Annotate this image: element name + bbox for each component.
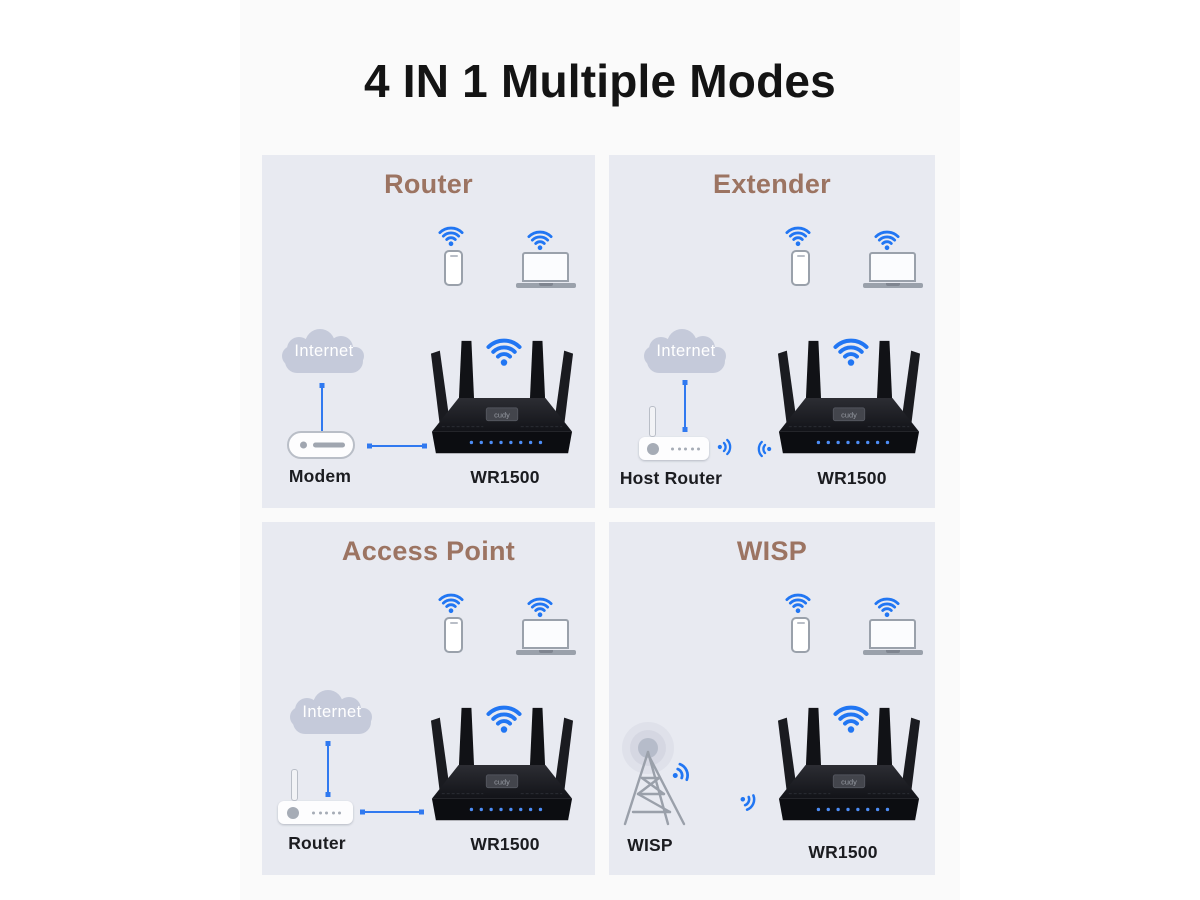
panel-extender-mode: Extender Internet [609, 155, 935, 508]
panel-wisp-mode: WISP cudy WISP WR1500 [609, 522, 935, 875]
internet-cloud: Internet [641, 329, 731, 375]
device-label: Host Router [619, 468, 723, 488]
host-router-icon [639, 406, 709, 460]
wifi-signal-left-icon [734, 787, 764, 818]
cloud-label: Internet [302, 703, 362, 721]
page-title: 4 IN 1 Multiple Modes [364, 55, 836, 107]
wifi-icon [872, 228, 902, 251]
product-label: WR1500 [817, 468, 887, 488]
phone-icon [444, 617, 463, 653]
wifi-icon [872, 595, 902, 618]
device-label: WISP [627, 835, 673, 855]
product-label: WR1500 [470, 467, 540, 487]
router-leds [816, 440, 890, 445]
router-leds [469, 440, 543, 445]
laptop-icon [516, 252, 576, 288]
panel-router-mode: Router Internet cudy [262, 155, 595, 508]
wifi-icon [783, 591, 813, 614]
connector-horizontal [369, 445, 425, 447]
laptop-icon [863, 619, 923, 655]
internet-cloud: Internet [279, 329, 369, 375]
wifi-signal-left-icon [753, 438, 773, 460]
router-icon [278, 769, 353, 824]
cudy-logo: cudy [494, 410, 510, 419]
cloud-label: Internet [294, 342, 354, 360]
laptop-icon [863, 252, 923, 288]
device-label: Modem [288, 466, 352, 486]
panel-heading: WISP [736, 536, 808, 566]
phone-icon [444, 250, 463, 286]
wifi-icon [436, 224, 466, 247]
wr1500-router-image: cudy [777, 340, 921, 454]
phone-icon [791, 617, 810, 653]
wifi-icon [436, 591, 466, 614]
device-label: Router [288, 833, 346, 853]
wr1500-router-image: cudy [430, 707, 574, 821]
connector-horizontal [362, 811, 422, 813]
wifi-icon [783, 224, 813, 247]
wifi-signal-right-icon [716, 436, 736, 458]
connector-vertical [327, 743, 329, 795]
wifi-icon [525, 228, 555, 251]
laptop-icon [516, 619, 576, 655]
content-band: 4 IN 1 Multiple Modes Router Internet [240, 0, 960, 900]
cudy-logo: cudy [841, 777, 857, 786]
panel-heading: Access Point [341, 536, 516, 566]
wr1500-router-image: cudy [430, 340, 574, 454]
connector-vertical [321, 385, 323, 437]
panel-heading: Extender [713, 169, 831, 199]
product-label: WR1500 [808, 842, 878, 862]
cloud-label: Internet [656, 342, 716, 360]
cudy-logo: cudy [494, 777, 510, 786]
product-label: WR1500 [470, 834, 540, 854]
internet-cloud: Internet [287, 690, 377, 736]
wr1500-router-image: cudy [777, 707, 921, 821]
phone-icon [791, 250, 810, 286]
connector-vertical [684, 382, 686, 430]
wifi-icon [525, 595, 555, 618]
router-leds [469, 807, 543, 812]
panel-heading: Router [384, 169, 473, 199]
modem-icon [287, 431, 355, 459]
cudy-logo: cudy [841, 410, 857, 419]
router-leds [816, 807, 890, 812]
panel-access-point-mode: Access Point Internet [262, 522, 595, 875]
